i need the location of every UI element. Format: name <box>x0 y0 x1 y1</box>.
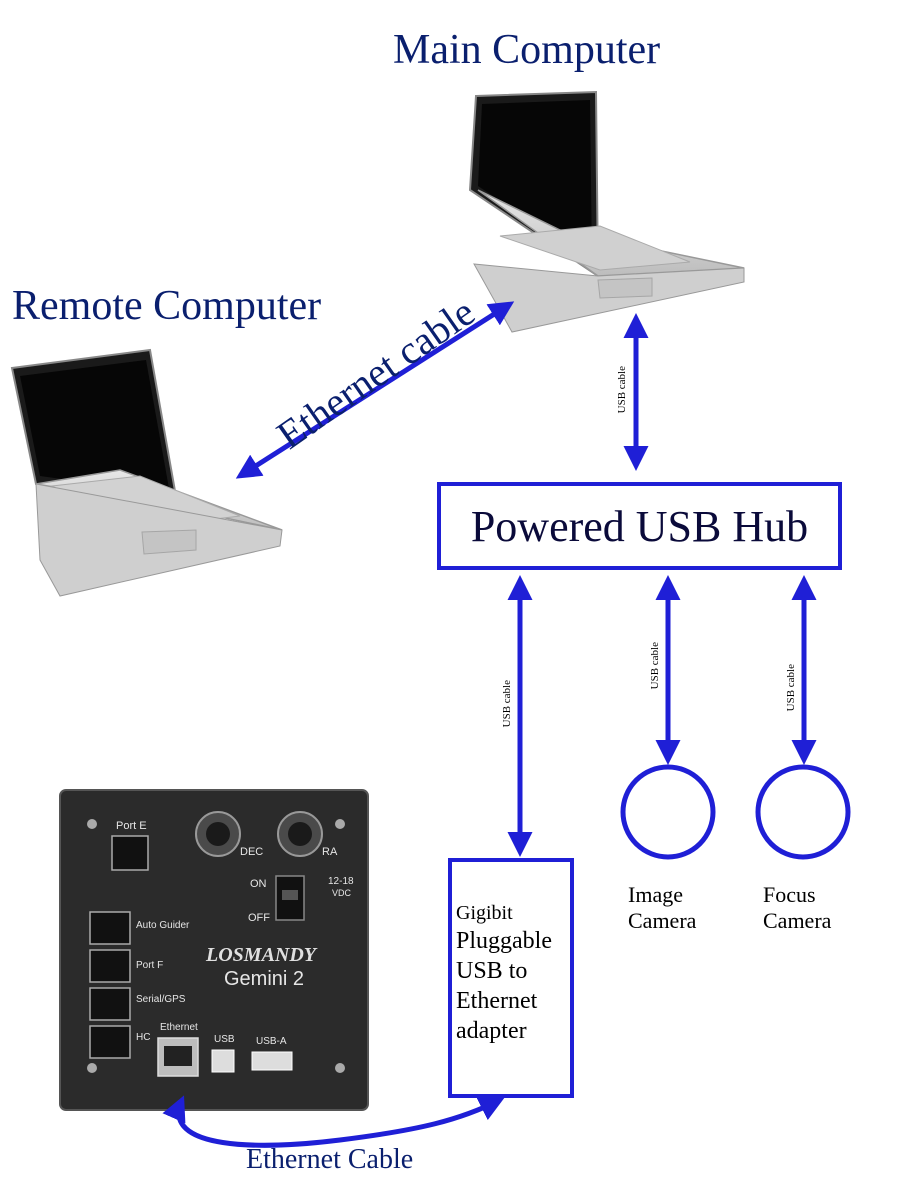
usb-port-label: USB <box>214 1034 235 1045</box>
usb-cable-label-focus: USB cable <box>785 664 797 712</box>
voltage-label-1: 12-18 <box>328 876 354 887</box>
auto-guider-label: Auto Guider <box>136 920 190 931</box>
usb-cable-label-main: USB cable <box>616 366 628 414</box>
gemini2-model: Gemini 2 <box>224 968 305 990</box>
usb-a-port-label: USB-A <box>256 1036 287 1047</box>
main-laptop <box>468 90 745 333</box>
image-camera-label: Image Camera <box>628 882 697 933</box>
port-f-label: Port F <box>136 960 164 971</box>
adapter-line4: Ethernet <box>456 988 538 1014</box>
ethernet-port-label: Ethernet <box>160 1022 198 1033</box>
adapter-line2: Pluggable <box>456 928 552 954</box>
focus-camera-circle <box>755 764 851 860</box>
powered-usb-hub-label: Powered USB Hub <box>470 501 809 551</box>
focus-camera-label: Focus Camera <box>763 882 832 933</box>
off-label: OFF <box>248 912 270 924</box>
serial-gps-label: Serial/GPS <box>136 994 186 1005</box>
usb-ethernet-adapter: Gigibit Pluggable USB to Ethernet adapte… <box>448 858 574 1098</box>
image-camera-circle <box>620 764 716 860</box>
ra-label: RA <box>322 846 338 858</box>
voltage-label-2: VDC <box>332 888 352 898</box>
on-label: ON <box>250 878 267 890</box>
main-computer-label: Main Computer <box>393 27 661 73</box>
powered-usb-hub: Powered USB Hub <box>437 482 842 570</box>
remote-laptop <box>10 348 283 597</box>
hc-label: HC <box>136 1032 151 1043</box>
dec-label: DEC <box>240 846 264 858</box>
usb-cable-label-image: USB cable <box>649 642 661 690</box>
usb-cable-label-adapter: USB cable <box>501 680 513 728</box>
losmandy-brand: LOSMANDY <box>206 944 317 966</box>
adapter-line5: adapter <box>456 1018 527 1044</box>
gemini2-panel <box>59 789 369 1111</box>
adapter-line1: Gigibit <box>456 902 513 924</box>
adapter-line3: USB to <box>456 958 528 984</box>
ethernet-cable-bottom-arrow <box>162 1095 505 1148</box>
ethernet-arrow-diagonal <box>235 301 515 479</box>
ethernet-cable-bottom-label: Ethernet Cable <box>246 1144 414 1175</box>
port-e-label: Port E <box>116 820 147 832</box>
